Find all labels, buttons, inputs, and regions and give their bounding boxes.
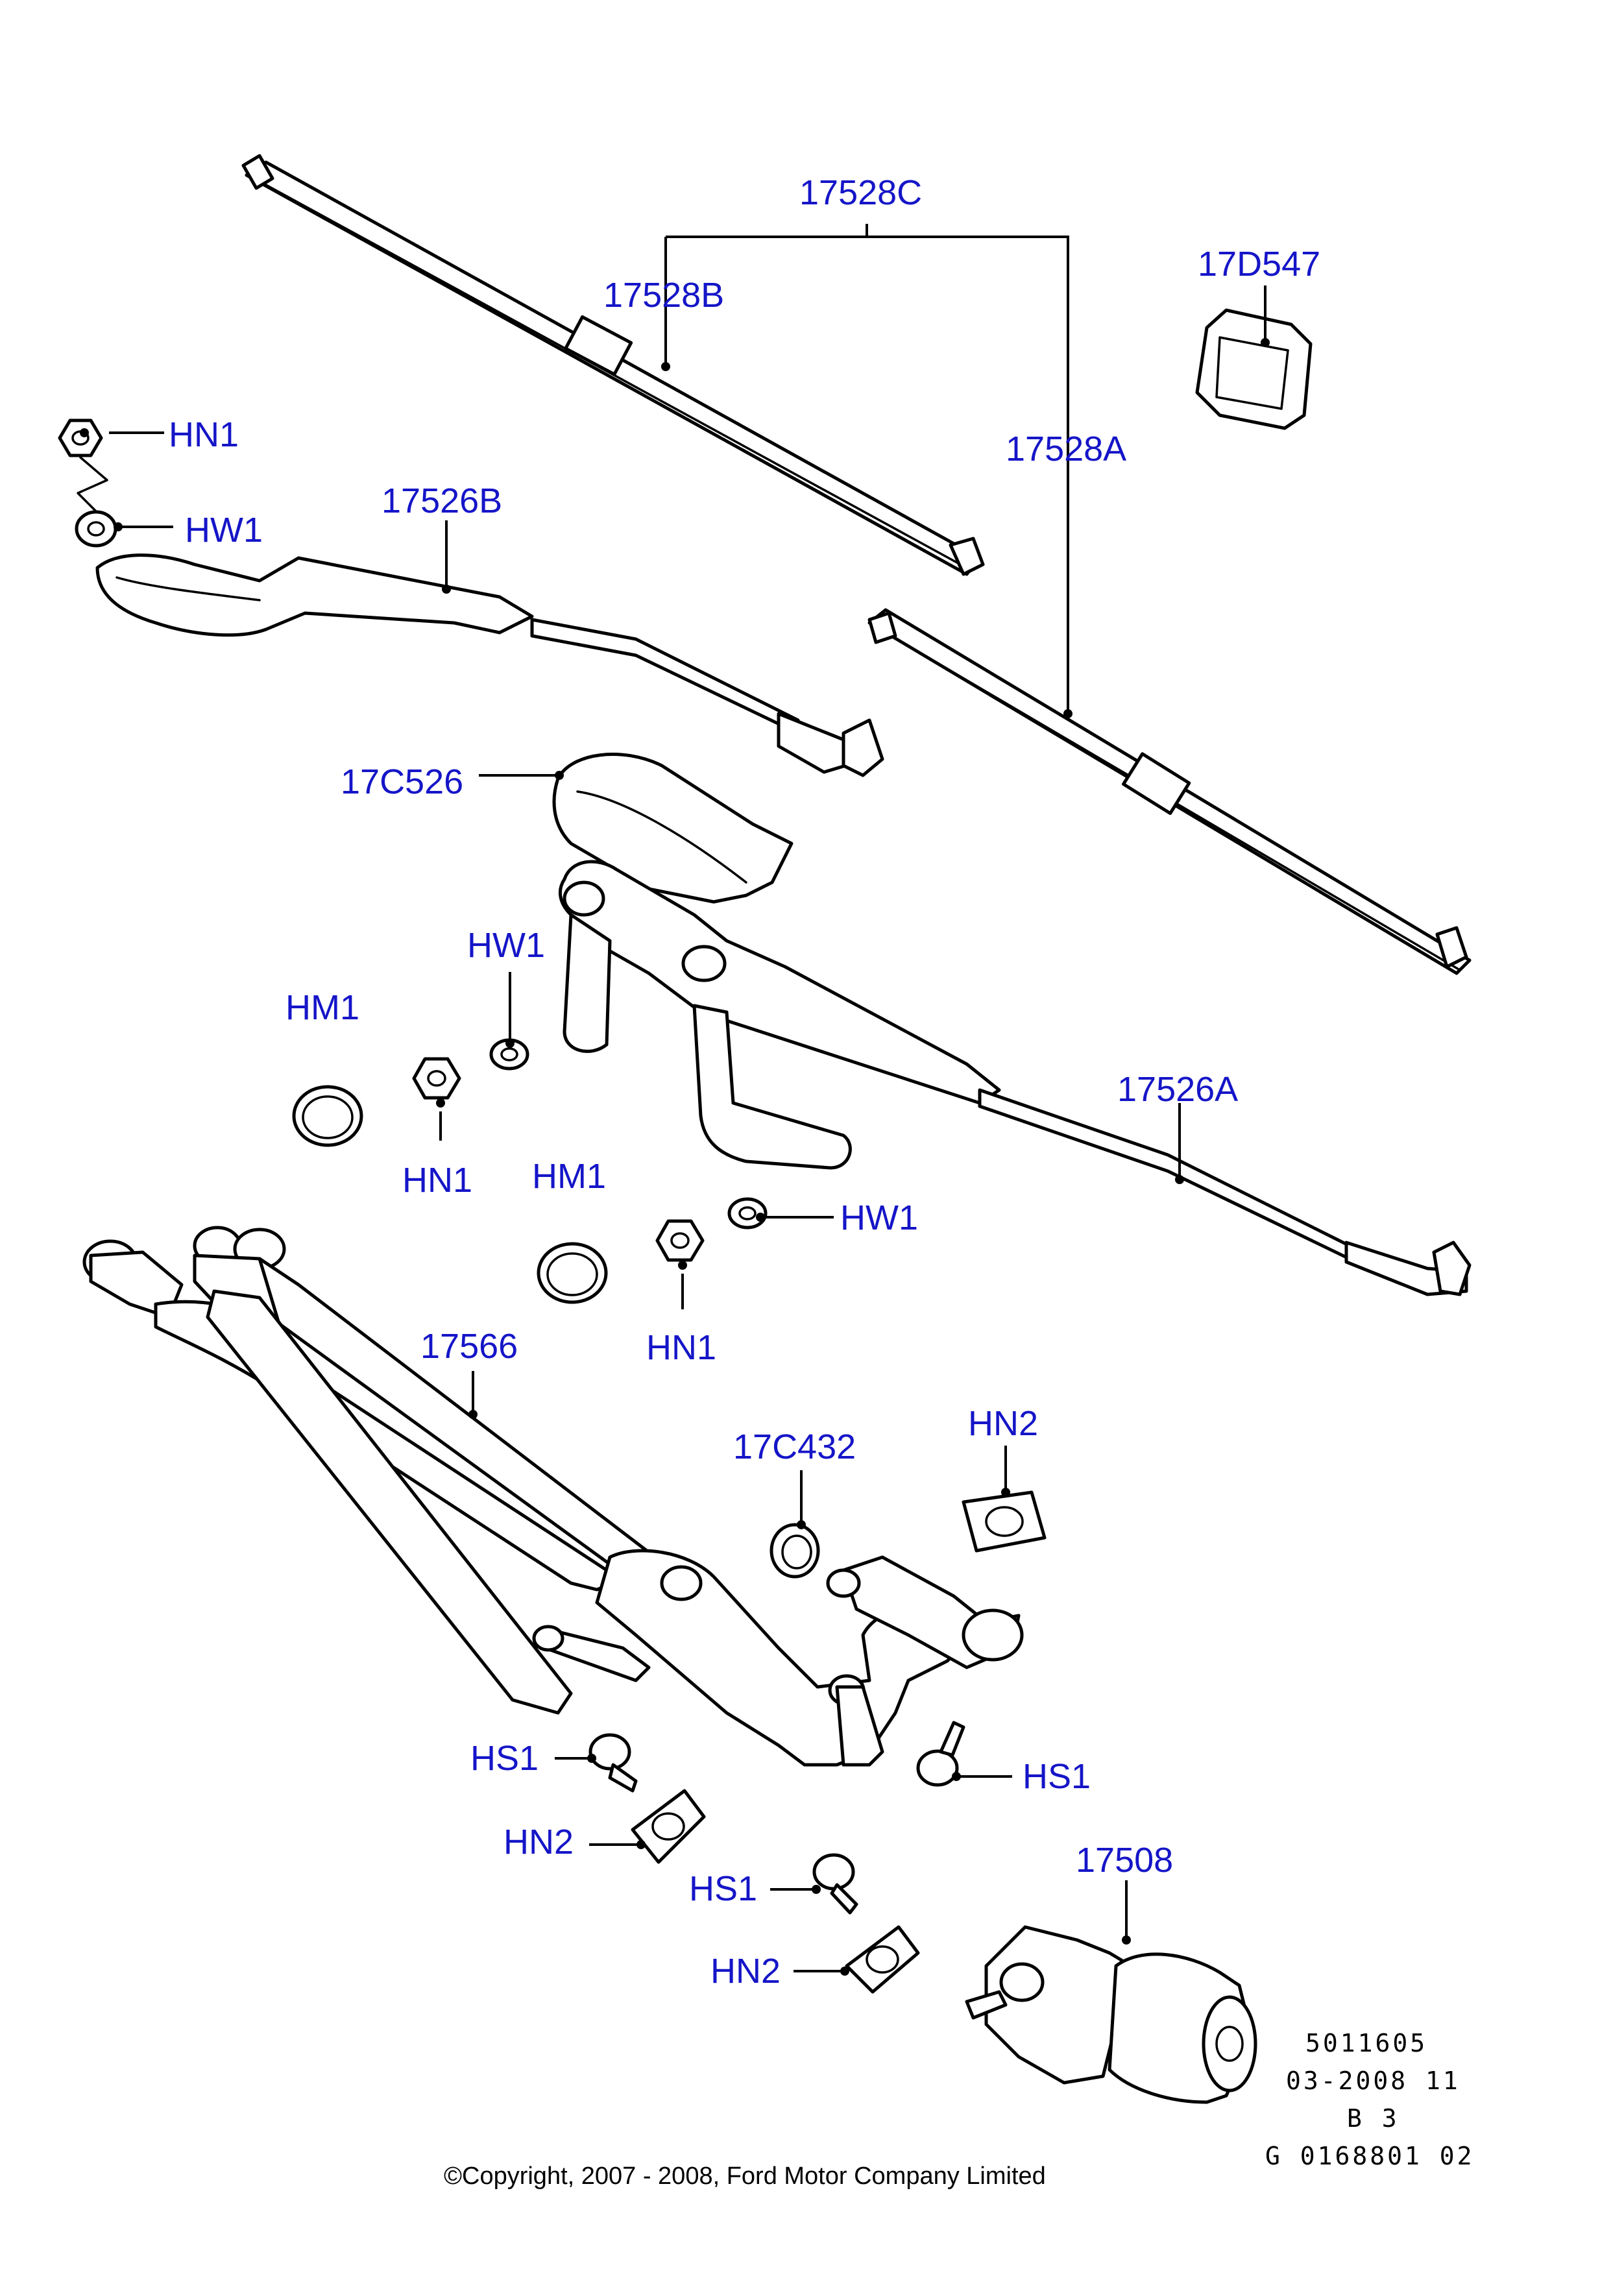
leader-lines bbox=[80, 224, 1270, 1976]
copyright-notice: ©Copyright, 2007 - 2008, Ford Motor Comp… bbox=[444, 2163, 1046, 2190]
drawing-grid: B 3 bbox=[1347, 2104, 1400, 2133]
washer-top bbox=[75, 510, 117, 548]
callout-hm1-left: HM1 bbox=[285, 988, 360, 1027]
callout-17526B: 17526B bbox=[382, 481, 503, 520]
callout-hw1-right: HW1 bbox=[840, 1198, 918, 1237]
callout-hs1-left: HS1 bbox=[470, 1739, 539, 1778]
callout-17566: 17566 bbox=[420, 1327, 518, 1366]
callout-hn2-right: HN2 bbox=[968, 1404, 1039, 1443]
callout-hm1-mid: HM1 bbox=[532, 1157, 607, 1196]
hex-nut-top bbox=[58, 418, 103, 457]
callout-hn2-low: HN2 bbox=[710, 1952, 781, 1991]
callout-17528A: 17528A bbox=[1006, 430, 1127, 468]
callout-17528C: 17528C bbox=[799, 173, 923, 212]
callout-17526A: 17526A bbox=[1117, 1070, 1239, 1109]
callout-17508: 17508 bbox=[1076, 1841, 1174, 1880]
clip-nut-low bbox=[845, 1925, 920, 1994]
wiper-arm-lower bbox=[558, 860, 1472, 1296]
clip-nut-left bbox=[631, 1789, 706, 1864]
callout-hw1-top: HW1 bbox=[185, 511, 263, 550]
wiper-motor bbox=[965, 1925, 1257, 2104]
callout-17528B: 17528B bbox=[603, 276, 725, 315]
clip-nut-right bbox=[962, 1490, 1047, 1553]
wiper-pivot-cover bbox=[552, 753, 794, 904]
callout-hs1-right: HS1 bbox=[1023, 1757, 1091, 1796]
drawing-reference: G 0168801 02 bbox=[1265, 2142, 1475, 2170]
wiper-linkage bbox=[82, 1226, 1024, 1767]
callout-hw1-mid: HW1 bbox=[467, 926, 545, 965]
washer-nozzle-cover bbox=[1195, 308, 1313, 430]
wiper-blade-upper bbox=[241, 154, 985, 576]
bolt-right bbox=[916, 1721, 965, 1787]
bolt-low bbox=[812, 1853, 858, 1915]
wiper-arm-upper bbox=[95, 553, 884, 777]
callout-17C432: 17C432 bbox=[733, 1427, 856, 1466]
washer-right bbox=[727, 1197, 768, 1230]
callout-hs1-low: HS1 bbox=[689, 1869, 758, 1908]
drawing-number: 5011605 bbox=[1305, 2029, 1428, 2057]
callout-17D547: 17D547 bbox=[1198, 245, 1321, 284]
callout-hn1-top: HN1 bbox=[169, 415, 239, 454]
callout-hn1-low: HN1 bbox=[646, 1328, 717, 1367]
callout-hn2-left: HN2 bbox=[503, 1823, 574, 1861]
hex-nut-mid bbox=[412, 1057, 461, 1100]
hex-nut-low bbox=[655, 1219, 705, 1262]
wiper-blade-lower bbox=[867, 608, 1472, 975]
callout-17C526: 17C526 bbox=[341, 762, 464, 801]
bolt-left bbox=[588, 1733, 638, 1793]
callout-hn1-mid: HN1 bbox=[402, 1161, 473, 1200]
drawing-date: 03-2008 11 bbox=[1286, 2067, 1460, 2095]
